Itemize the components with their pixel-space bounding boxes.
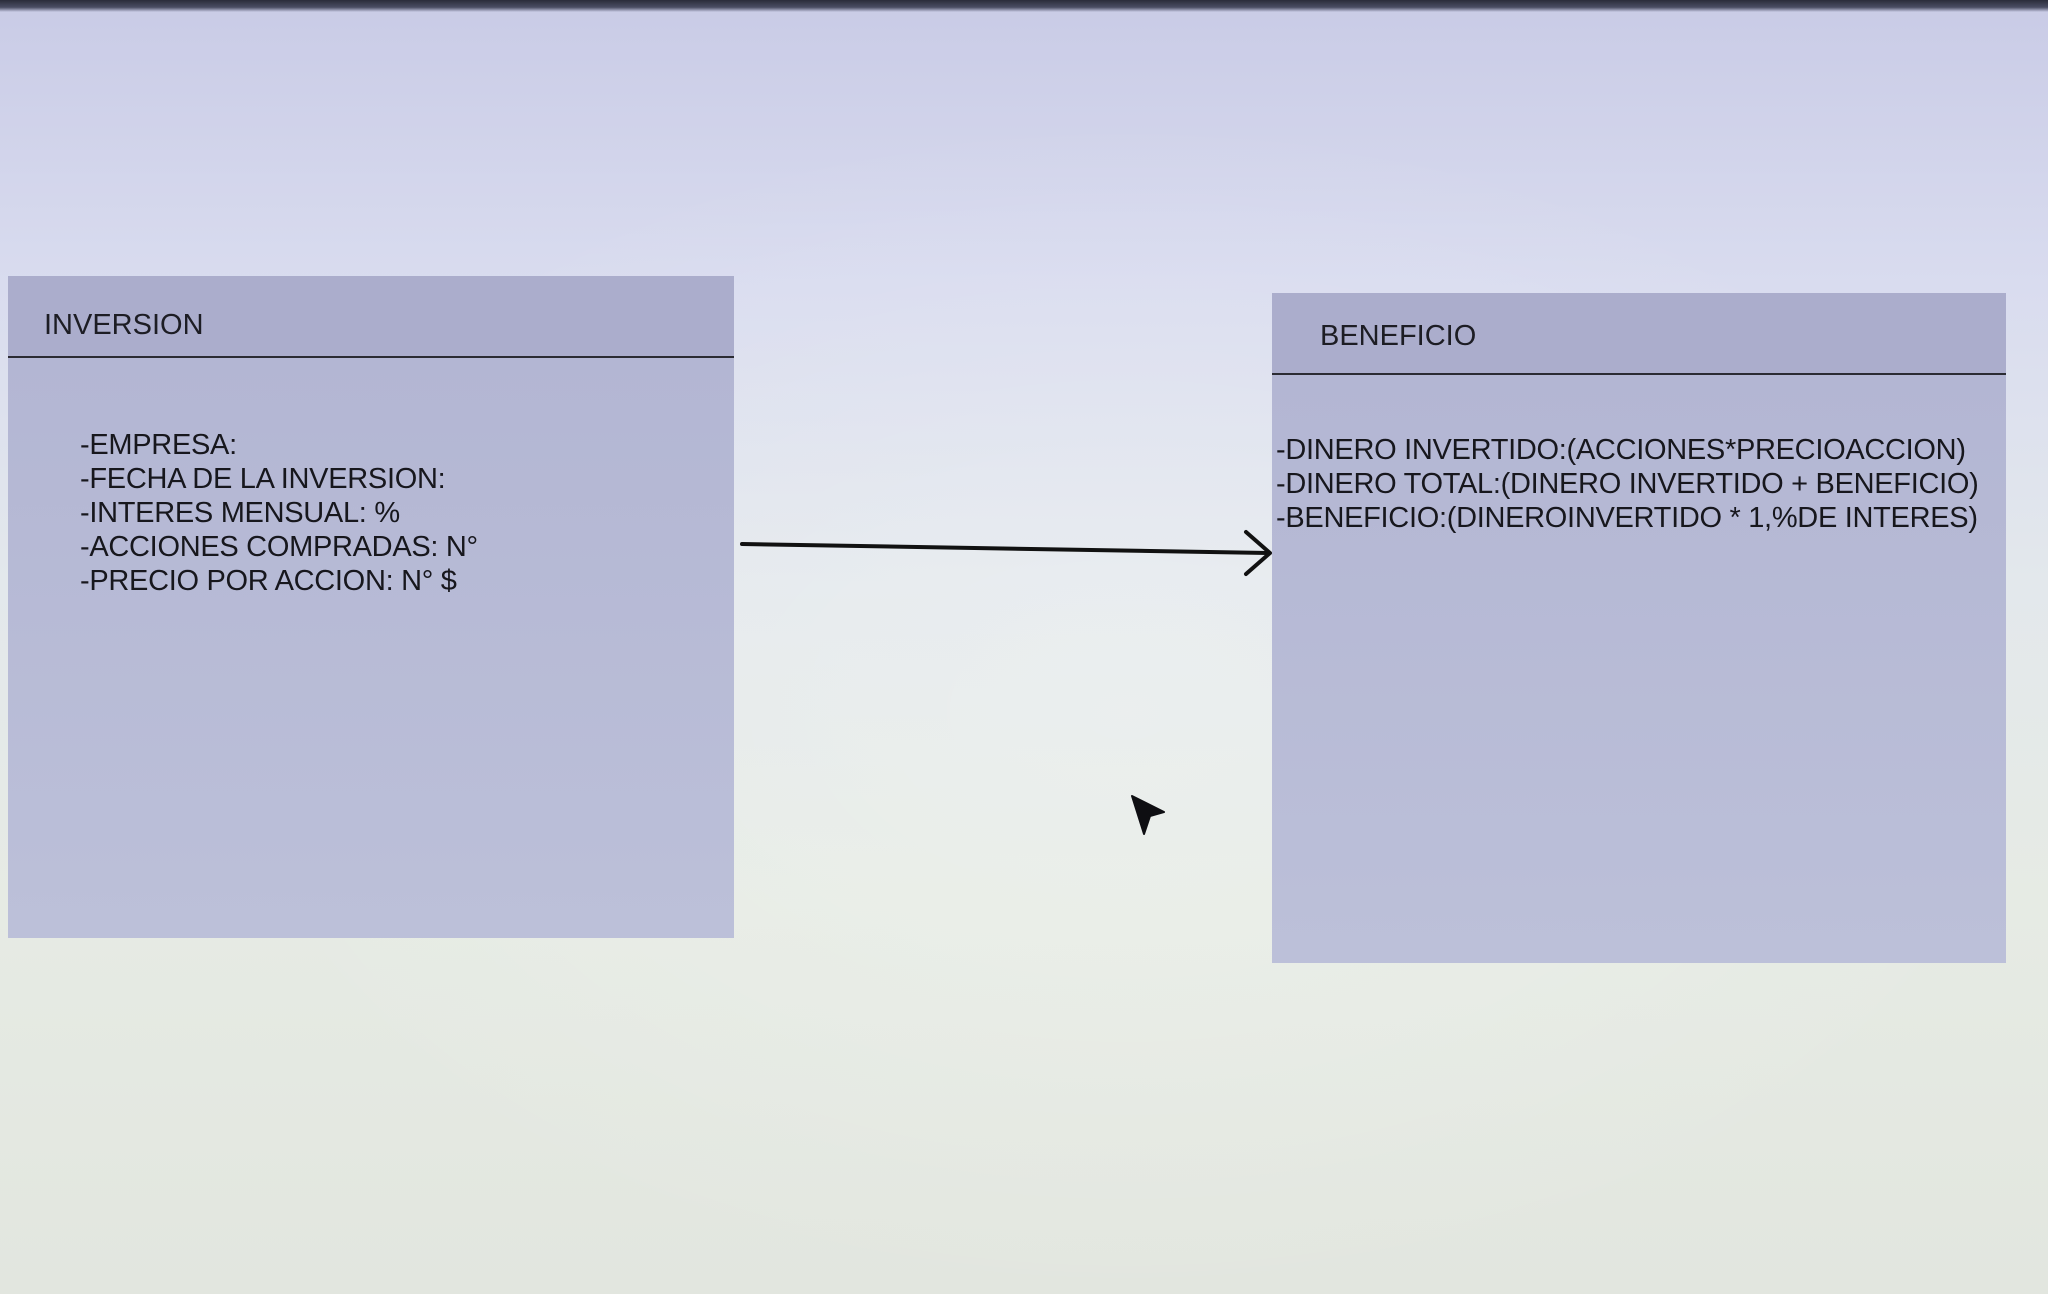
- attribute-list-beneficio: -DINERO INVERTIDO:(ACCIONES*PRECIOACCION…: [1276, 433, 1979, 535]
- class-box-inversion[interactable]: INVERSION -EMPRESA: -FECHA DE LA INVERSI…: [8, 276, 734, 938]
- attribute-interes-mensual: -INTERES MENSUAL: %: [80, 497, 400, 529]
- class-header-beneficio: BENEFICIO: [1272, 293, 2006, 375]
- class-attributes-beneficio: -DINERO INVERTIDO:(ACCIONES*PRECIOACCION…: [1272, 375, 2006, 963]
- attribute-acciones-compradas: -ACCIONES COMPRADAS: N°: [80, 531, 478, 563]
- mouse-pointer-icon: [1131, 795, 1165, 835]
- attribute-fecha-inversion: -FECHA DE LA INVERSION:: [80, 463, 446, 495]
- association-arrow[interactable]: [740, 520, 1280, 590]
- attribute-precio-por-accion: -PRECIO POR ACCION: N° $: [80, 565, 457, 597]
- class-header-inversion: INVERSION: [8, 276, 734, 358]
- class-box-beneficio[interactable]: BENEFICIO -DINERO INVERTIDO:(ACCIONES*PR…: [1272, 293, 2006, 963]
- attribute-dinero-total: -DINERO TOTAL:(DINERO INVERTIDO + BENEFI…: [1276, 468, 1979, 500]
- attribute-list-inversion: -EMPRESA: -FECHA DE LA INVERSION: -INTER…: [80, 428, 478, 598]
- attribute-empresa: -EMPRESA:: [80, 429, 237, 461]
- class-attributes-inversion: -EMPRESA: -FECHA DE LA INVERSION: -INTER…: [8, 358, 734, 938]
- attribute-dinero-invertido: -DINERO INVERTIDO:(ACCIONES*PRECIOACCION…: [1276, 434, 1966, 466]
- class-name-inversion: INVERSION: [44, 309, 204, 341]
- class-name-beneficio: BENEFICIO: [1320, 320, 1477, 352]
- attribute-beneficio: -BENEFICIO:(DINEROINVERTIDO * 1,%DE INTE…: [1276, 502, 1978, 534]
- screen-top-edge: [0, 0, 2048, 12]
